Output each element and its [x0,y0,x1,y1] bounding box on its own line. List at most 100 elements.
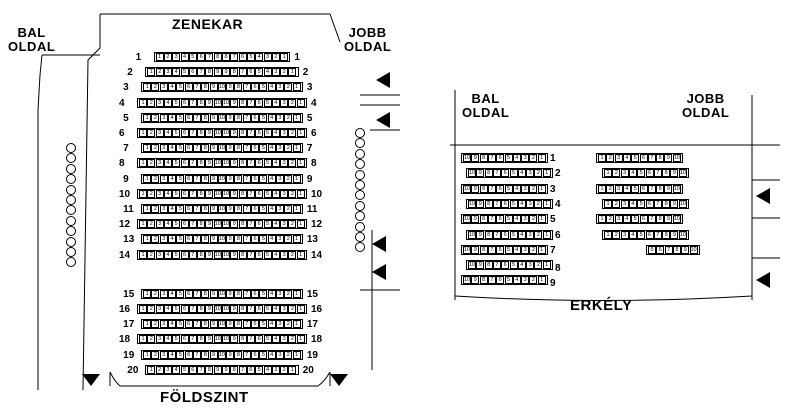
seat[interactable]: 7 [242,350,251,359]
box-seat[interactable] [355,200,365,211]
seat[interactable]: 7 [188,250,197,259]
seat[interactable]: 2 [151,174,160,183]
box-seat[interactable] [355,190,365,201]
seat[interactable]: 4 [267,83,276,92]
seat[interactable]: 5 [259,289,268,298]
seat[interactable]: 4 [271,129,280,137]
seat[interactable]: 5 [259,83,268,92]
seat[interactable]: 9 [230,159,239,168]
seat[interactable]: 8 [662,199,671,208]
seat[interactable]: 7 [492,261,501,270]
seat[interactable]: 2 [612,169,621,178]
seat[interactable]: 6 [255,189,264,198]
seat[interactable]: 5 [263,159,272,168]
seat[interactable]: 1 [542,261,551,270]
seat[interactable]: 10 [463,276,471,285]
seat[interactable]: 2 [147,305,156,313]
seat[interactable]: 6 [251,205,260,213]
seat[interactable]: 3 [280,250,289,259]
seat[interactable]: 6 [496,154,505,162]
seat[interactable]: 6 [645,169,654,178]
seat[interactable]: 6 [251,320,260,329]
seat[interactable]: 3 [155,98,164,107]
seat[interactable]: 9 [664,154,673,162]
seat[interactable]: 8 [213,53,222,61]
seat[interactable]: 7 [653,199,662,208]
seat[interactable]: 3 [275,350,284,359]
seat[interactable]: 4 [163,305,172,313]
seat[interactable]: 9 [226,83,235,92]
seat[interactable]: 9 [664,215,673,224]
seat[interactable]: 3 [275,174,284,183]
seat[interactable]: 7 [242,113,251,122]
seat[interactable]: 6 [197,53,206,61]
seat[interactable]: 5 [176,289,185,298]
seat[interactable]: 8 [238,189,247,198]
seat[interactable]: 4 [168,83,177,92]
seat[interactable]: 4 [267,235,276,244]
seat[interactable]: 6 [251,235,260,244]
seat[interactable]: 10 [213,189,222,198]
seat[interactable]: 7 [246,189,255,198]
seat[interactable]: 4 [512,276,521,285]
seat[interactable]: 2 [288,189,297,198]
seat[interactable]: 9 [230,189,239,198]
seat[interactable]: 3 [155,159,164,168]
seat[interactable]: 3 [526,230,535,239]
seat[interactable]: 2 [288,220,297,229]
seat[interactable]: 2 [288,335,297,344]
seat[interactable]: 10 [217,320,226,329]
seat[interactable]: 10 [463,215,471,224]
seat[interactable]: 6 [188,68,197,77]
seat[interactable]: 1 [296,335,305,344]
seat[interactable]: 6 [639,215,648,224]
seat[interactable]: 1 [143,320,152,329]
seat[interactable]: 2 [147,98,156,107]
seat[interactable]: 6 [184,235,193,244]
seat[interactable]: 4 [163,250,172,259]
seat[interactable]: 4 [168,320,177,329]
seat[interactable]: 2 [280,365,289,374]
seat[interactable]: 10 [678,199,687,208]
seat[interactable]: 10 [468,169,476,178]
seat[interactable]: 8 [234,113,243,122]
box-seat[interactable] [66,195,76,205]
seat[interactable]: 5 [504,215,513,224]
seat[interactable]: 2 [606,184,615,193]
seat[interactable]: 5 [259,113,268,122]
seat[interactable]: 2 [606,154,615,162]
seat[interactable]: 10 [222,305,230,313]
seat[interactable]: 9 [205,220,214,229]
seat[interactable]: 5 [259,174,268,183]
seat[interactable]: 1 [292,289,301,298]
seat[interactable]: 5 [180,68,189,77]
box-seat[interactable] [66,143,76,153]
seat[interactable]: 2 [534,199,543,208]
seat[interactable]: 3 [614,184,623,193]
seat[interactable]: 1 [292,320,301,329]
seat[interactable]: 4 [267,205,276,213]
seat[interactable]: 8 [484,169,493,178]
seat[interactable]: 6 [184,83,193,92]
seat[interactable]: 3 [155,189,164,198]
seat[interactable]: 9 [226,144,235,153]
seat[interactable]: 2 [529,184,538,193]
seat[interactable]: 5 [172,159,181,168]
seat[interactable]: 7 [647,215,656,224]
seat[interactable]: 2 [606,215,615,224]
seat[interactable]: 2 [151,83,160,92]
seat[interactable]: 9 [471,154,480,162]
seat[interactable]: 1 [598,215,606,224]
seat[interactable]: 5 [509,230,518,239]
seat[interactable]: 5 [180,365,189,374]
seat[interactable]: 3 [159,174,168,183]
seat[interactable]: 2 [288,250,297,259]
seat[interactable]: 6 [496,245,505,254]
seat[interactable]: 8 [479,154,488,162]
seat[interactable]: 5 [176,205,185,213]
seat[interactable]: 8 [234,235,243,244]
seat[interactable]: 8 [238,305,247,313]
seat[interactable]: 3 [280,305,289,313]
seat[interactable]: 10 [689,245,698,254]
seat[interactable]: 6 [180,305,189,313]
